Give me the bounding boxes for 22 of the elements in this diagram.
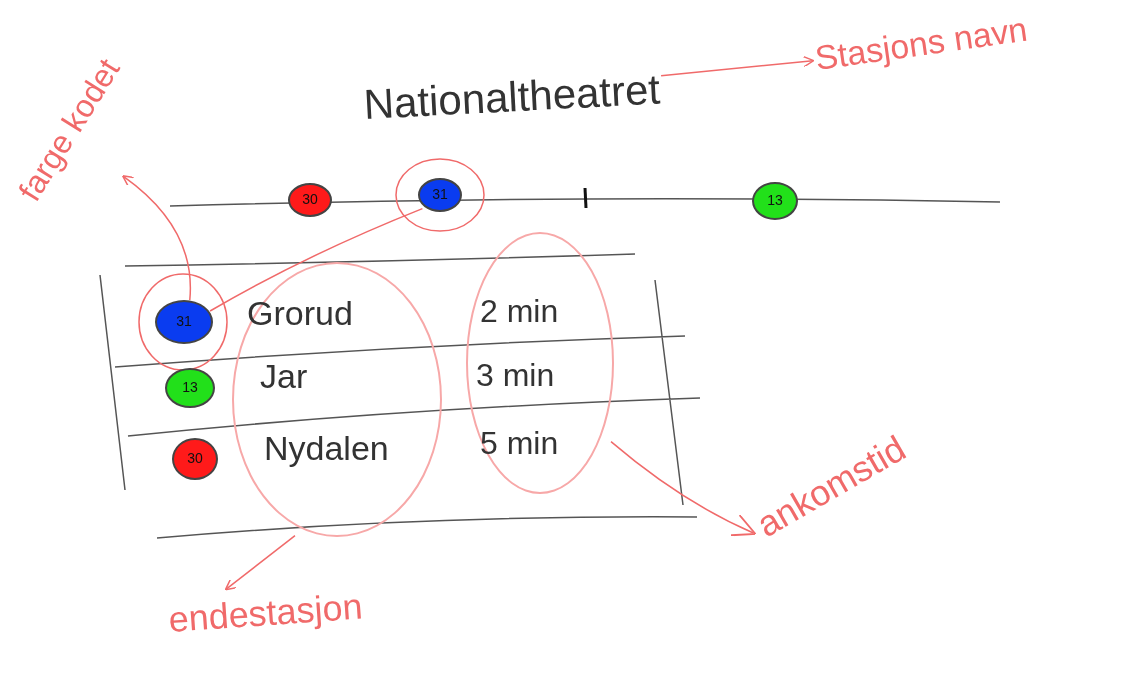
route-badge: 31 (155, 300, 213, 344)
destination-text: Nydalen (264, 430, 389, 468)
annotation-text: endestasjon (167, 586, 364, 640)
highlight-ellipse (466, 232, 614, 494)
highlight-ellipse (232, 262, 442, 537)
route-badge: 31 (418, 178, 462, 212)
connector-line (209, 207, 424, 312)
arrival-time: 2 min (480, 294, 559, 330)
station-name: Nationaltheatret (362, 66, 662, 129)
route-badge: 30 (288, 183, 332, 217)
arrow (660, 55, 815, 77)
arrival-time: 3 min (476, 358, 555, 394)
annotation-text: Stasjons navn (812, 10, 1030, 78)
arrival-time: 5 min (480, 426, 559, 462)
arrow (610, 440, 757, 536)
route-badge: 13 (165, 368, 215, 408)
arrow (121, 174, 192, 301)
route-badge: 13 (752, 182, 798, 220)
destination-text: Jar (260, 358, 308, 396)
destination-text: Grorud (247, 295, 353, 333)
route-badge: 30 (172, 438, 218, 480)
arrow (224, 534, 296, 591)
